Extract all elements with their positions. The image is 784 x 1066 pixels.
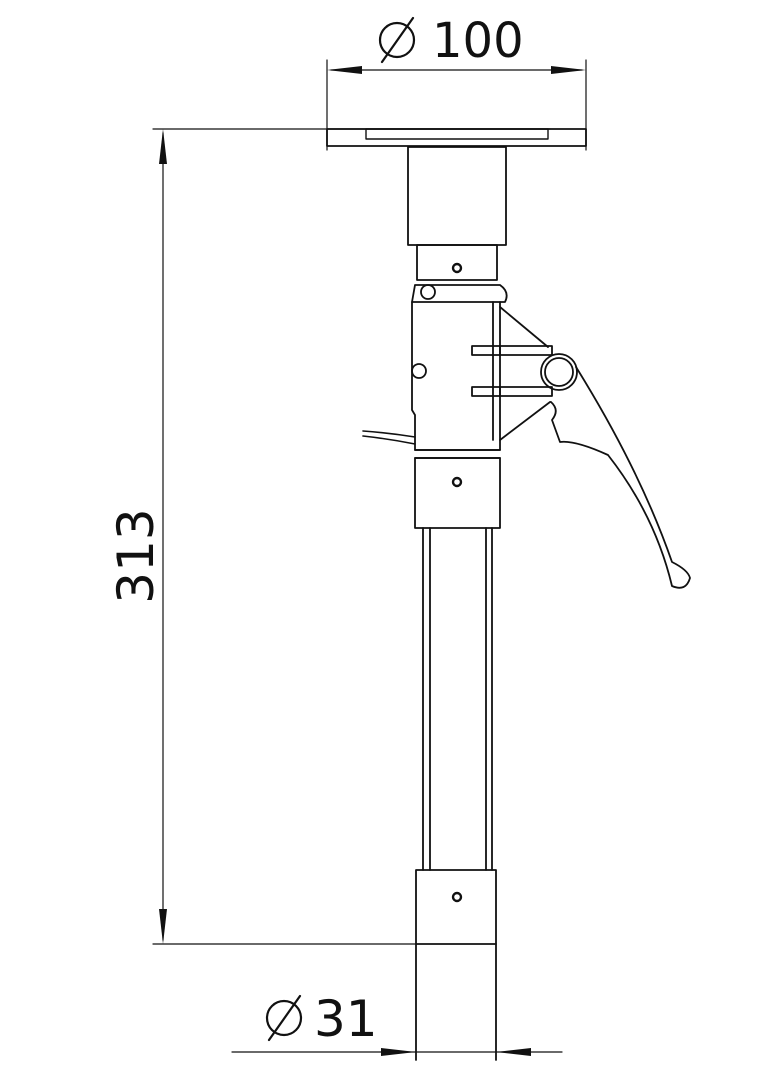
lower-collar-screw [451, 476, 463, 488]
shaft [422, 527, 493, 871]
upper-collar [416, 244, 498, 281]
top-diameter-dimension: 100 [326, 13, 587, 151]
lower-collar [414, 457, 501, 529]
height-arrowhead-bottom [159, 909, 167, 944]
side-screw [411, 363, 427, 379]
clamp-body [411, 284, 508, 459]
diameter-symbol-icon [378, 16, 416, 64]
top-arrowhead-right [551, 66, 586, 74]
height-arrowhead-top [159, 129, 167, 164]
mounting-plate [326, 128, 587, 147]
foot-sleeve-screw [451, 891, 463, 903]
pivot-pin-top [420, 284, 436, 300]
bottom-diameter-dimension: 31 [231, 990, 563, 1056]
bottom-arrowhead-right [496, 1048, 531, 1056]
bottom-diameter-value: 31 [314, 990, 378, 1048]
clamp-lever [471, 306, 691, 589]
release-cable [362, 430, 416, 438]
diameter-symbol-icon [265, 994, 303, 1042]
upper-sleeve [407, 146, 507, 246]
top-arrowhead-left [327, 66, 362, 74]
lever-pivot [540, 353, 578, 391]
height-dimension: 313 [107, 128, 551, 945]
top-diameter-value: 100 [432, 13, 524, 69]
bottom-arrowhead-left [381, 1048, 416, 1056]
upper-screw [451, 262, 463, 274]
height-value: 313 [107, 508, 165, 603]
foot-sleeve [415, 869, 497, 945]
